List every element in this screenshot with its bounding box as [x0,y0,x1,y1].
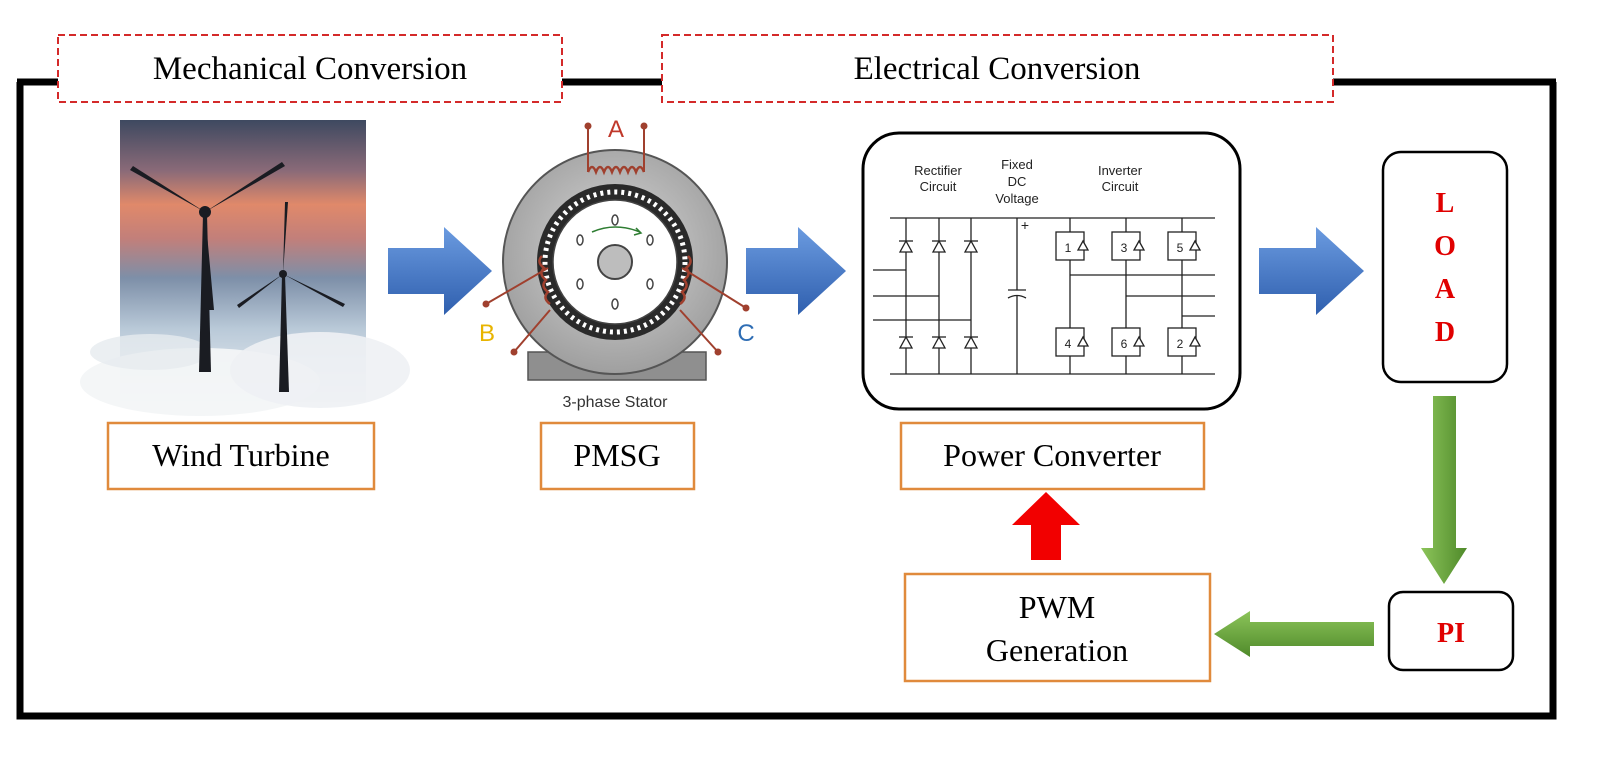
pmsg-generator-figure [482,122,750,381]
switch-number-1: 1 [1065,241,1072,255]
electrical-section-box [661,34,1334,103]
feedback-arrow-pi-to-pwm [1214,611,1374,657]
dc-label-1: Fixed [1001,157,1033,172]
switch-number-4: 4 [1065,337,1072,351]
wind-turbine-block [106,421,376,491]
mechanical-section-box [57,34,563,103]
dc-label-3: Voltage [995,191,1038,206]
outer-frame [16,82,1557,720]
switch-number-5: 5 [1177,241,1184,255]
pwm-generation-block [903,572,1212,683]
pmsg-label: PMSG [573,437,660,473]
dc-plus-label: + [1021,217,1029,233]
load-block [1381,150,1509,384]
power-converter-label: Power Converter [943,437,1161,473]
switch-number-3: 3 [1121,241,1128,255]
power-converter-block [899,421,1206,491]
pwm-label-line2: Generation [986,632,1128,668]
switch-number-2: 2 [1177,337,1184,351]
flow-arrow-converter-to-load [1259,227,1364,315]
switch-number-6: 6 [1121,337,1128,351]
wind-turbine-photo [80,120,410,416]
converter-circuit-figure [861,131,1242,411]
load-letter-l: L [1436,188,1455,219]
feedback-arrow-load-to-pi [1421,396,1467,584]
pi-controller-block [1387,590,1515,672]
wind-turbine-label: Wind Turbine [152,437,329,473]
electrical-section-label: Electrical Conversion [854,51,1141,87]
rectifier-label-2: Circuit [920,179,957,194]
pmsg-block [539,421,696,491]
pi-controller-label: PI [1437,618,1465,649]
dc-label-2: DC [1008,174,1027,189]
load-letter-d: D [1435,317,1455,348]
rectifier-label-1: Rectifier [914,163,962,178]
load-letter-o: O [1434,231,1456,262]
phase-b-label: B [479,320,495,347]
flow-arrow-turbine-to-pmsg [388,227,492,315]
phase-a-label: A [608,116,624,143]
stator-caption: 3-phase Stator [563,394,669,411]
control-arrow-pwm-to-converter [1012,492,1080,560]
inverter-label-1: Inverter [1098,163,1143,178]
mechanical-section-label: Mechanical Conversion [153,51,467,87]
load-letter-a: A [1435,274,1456,305]
phase-c-label: C [737,320,754,347]
flow-arrow-pmsg-to-converter [746,227,846,315]
pwm-label-line1: PWM [1019,589,1095,625]
inverter-label-2: Circuit [1102,179,1139,194]
